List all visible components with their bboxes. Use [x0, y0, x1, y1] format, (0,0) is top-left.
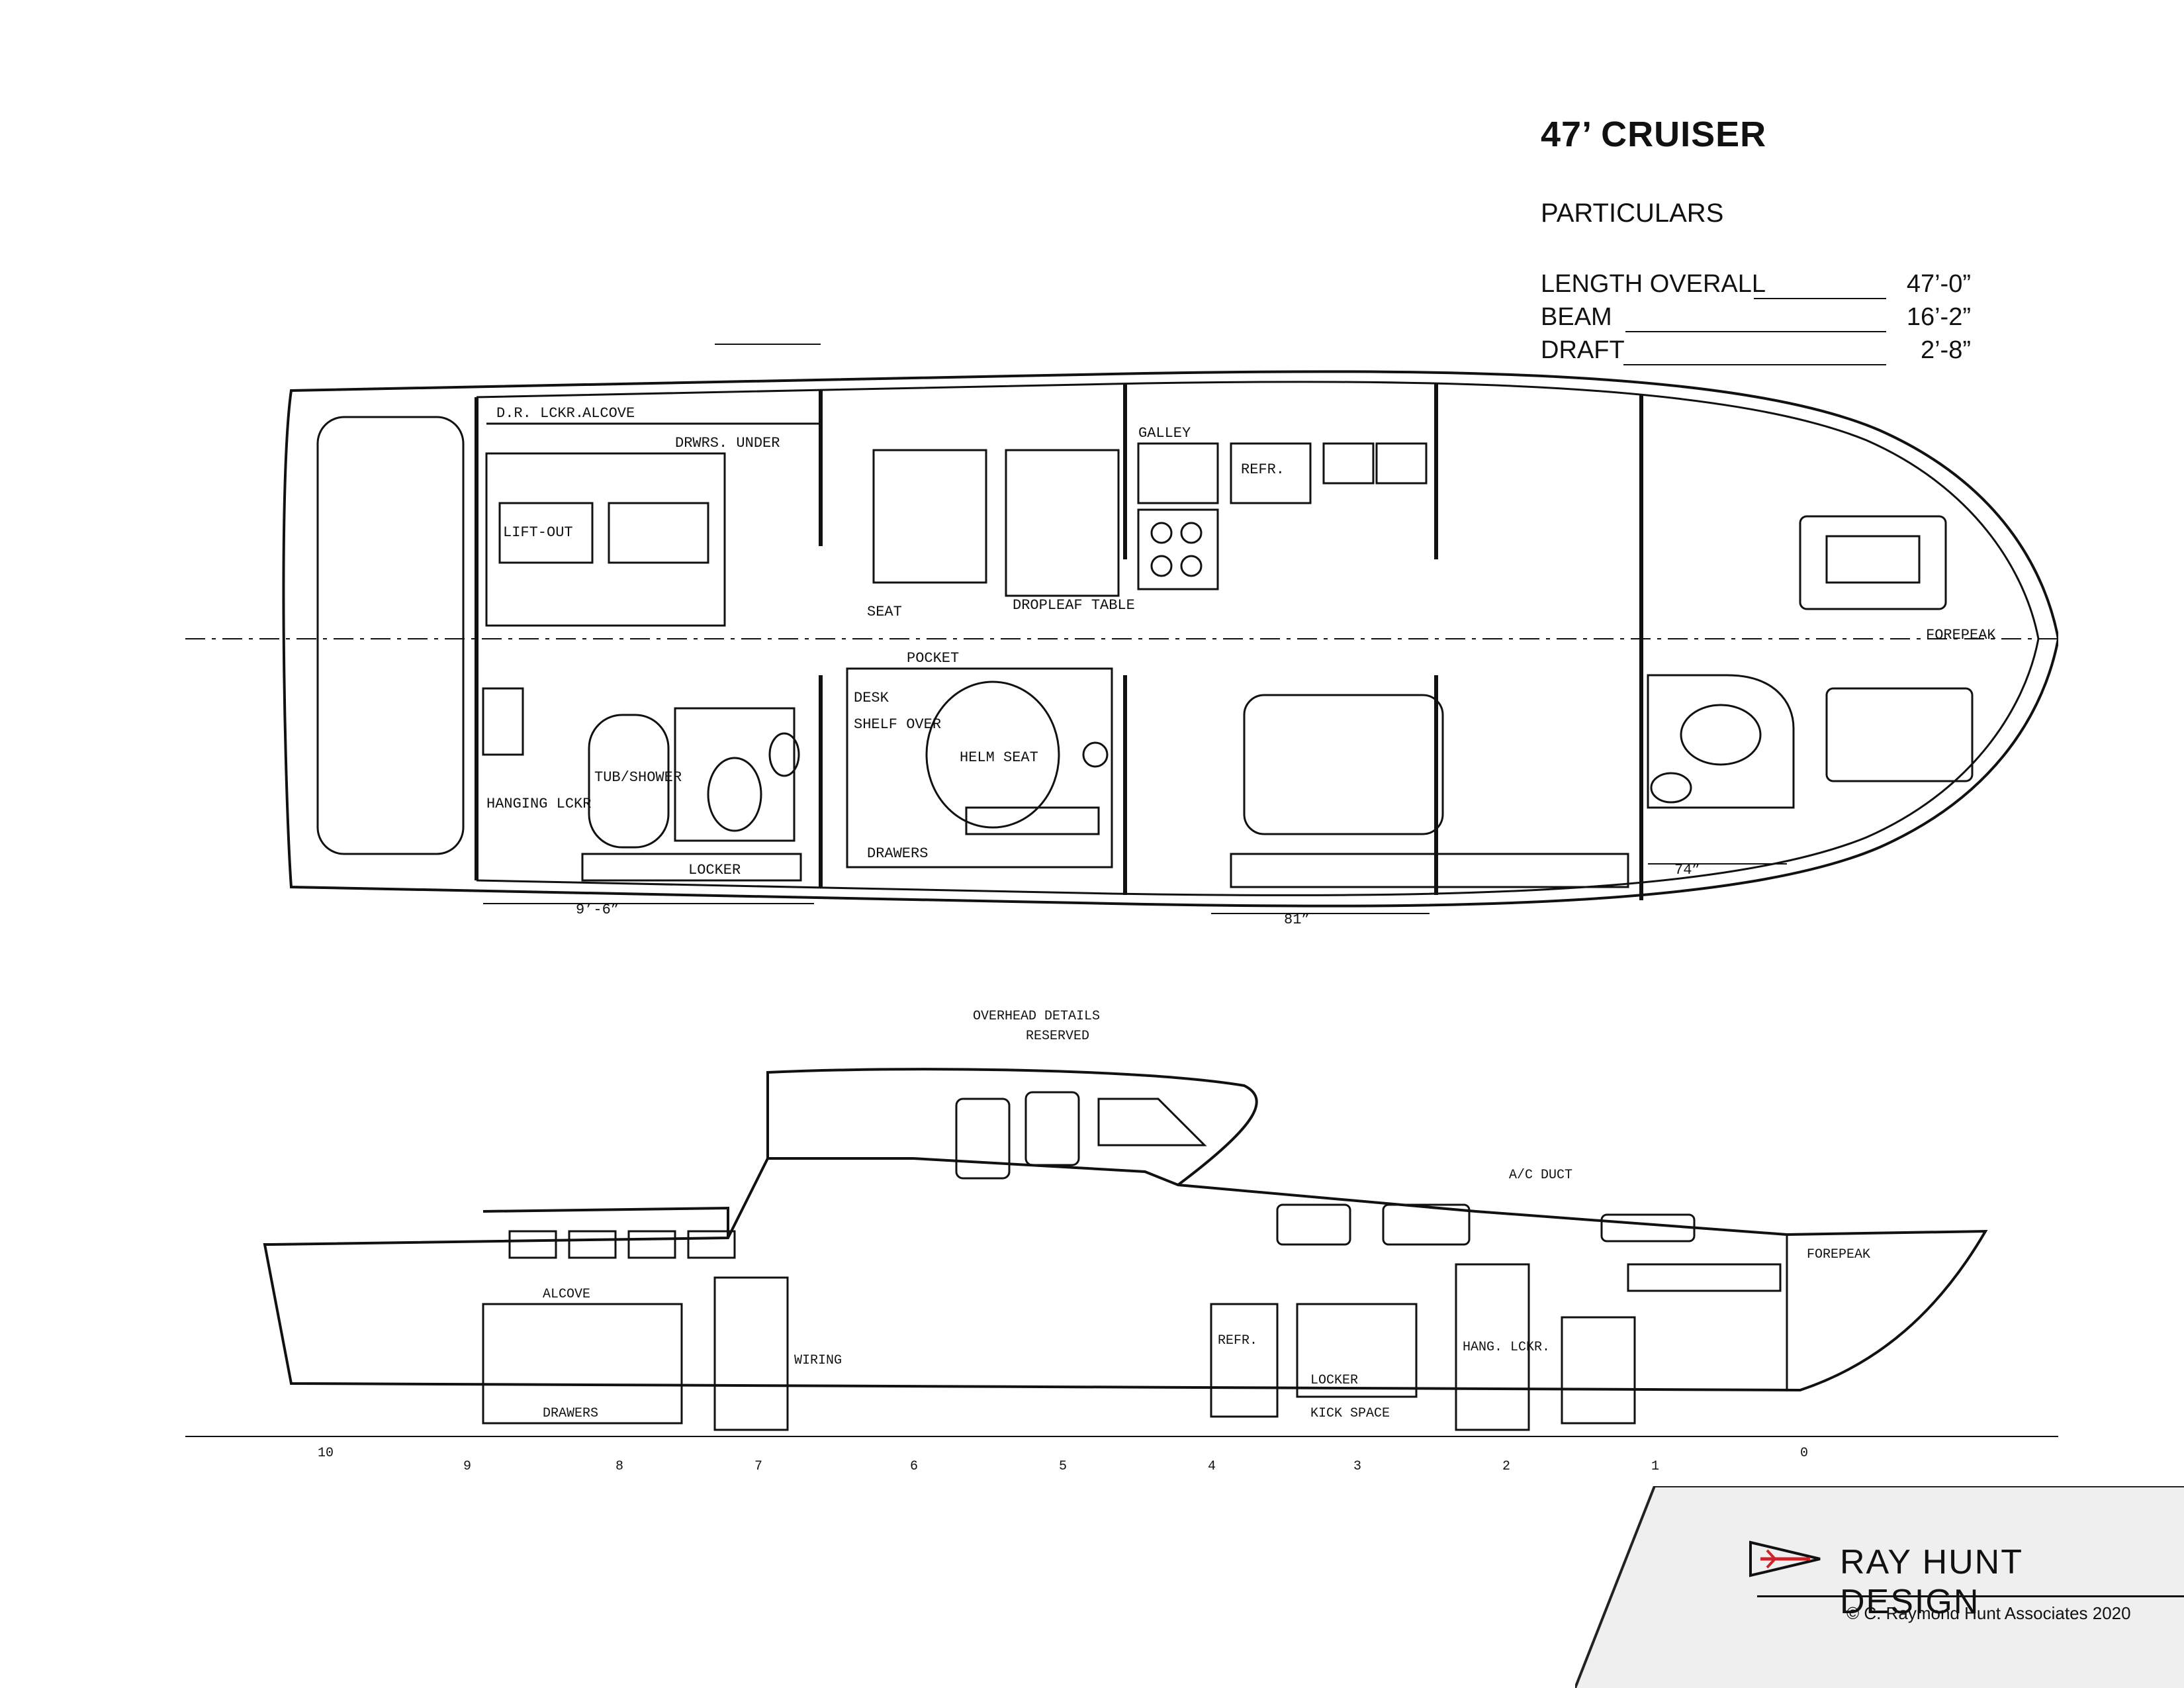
plan-label-shelf-over: SHELF OVER [854, 716, 941, 733]
plan-label-drawers: DRAWERS [867, 845, 928, 862]
plan-label-desk: DESK [854, 690, 889, 706]
spec-label: LENGTH OVERALL [1541, 270, 1766, 298]
spec-value: 16’-2” [1906, 303, 1971, 331]
plan-dim-81: 81” [1284, 912, 1310, 928]
profile-elevation: OVERHEAD DETAILS RESERVED A/C DUCT FOREP… [185, 1009, 2058, 1474]
profile-label-alcove: ALCOVE [543, 1287, 590, 1302]
pennant-icon [1749, 1540, 1821, 1577]
station-2: 2 [1502, 1459, 1510, 1474]
plan-dimension-lines [483, 344, 1787, 914]
brand-name: RAY HUNT DESIGN [1840, 1543, 2023, 1621]
brand-logo: RAY HUNT DESIGN [1747, 1536, 2158, 1621]
plan-label-seat: SEAT [867, 604, 902, 620]
profile-label-kick-space: KICK SPACE [1310, 1406, 1390, 1421]
plan-label-helm-seat: HELM SEAT [960, 749, 1038, 766]
station-0: 0 [1800, 1446, 1808, 1461]
bulkheads [475, 384, 1643, 900]
plan-dim-74: 74” [1674, 862, 1701, 878]
spec-row-draft: DRAFT 2’-8” [1541, 336, 1971, 371]
station-9: 9 [463, 1459, 471, 1474]
plan-label-lift-out: LIFT-OUT [503, 524, 573, 541]
station-1: 1 [1651, 1459, 1659, 1474]
brand-bar-shape [1575, 1486, 2184, 1688]
plan-label-pocket: POCKET [907, 650, 959, 667]
station-7: 7 [754, 1459, 762, 1474]
forward-cabin [1647, 515, 1974, 809]
copyright-text: © C. Raymond Hunt Associates 2020 [1846, 1603, 2131, 1623]
plan-label-alcove: ALCOVE [582, 405, 635, 422]
spec-row-length: LENGTH OVERALL 47’-0” [1541, 270, 1971, 305]
saloon [846, 449, 1120, 868]
profile-label-wiring: WIRING [794, 1353, 842, 1368]
spec-leader-line [1623, 364, 1886, 365]
profile-labels: OVERHEAD DETAILS RESERVED A/C DUCT FOREP… [543, 1009, 1870, 1421]
galley [1137, 442, 1629, 888]
plan-dim-lazarette: 9’-6” [576, 902, 619, 918]
drawing-title: 47’ CRUISER [1541, 115, 1767, 154]
brand-rule [1757, 1595, 2184, 1597]
aft-head [581, 707, 802, 882]
plan-label-tub-shower: TUB/SHOWER [594, 769, 682, 786]
station-8: 8 [615, 1459, 623, 1474]
spec-row-beam: BEAM 16’-2” [1541, 303, 1971, 338]
spec-leader-line [1754, 298, 1886, 299]
profile-label-hang-lckr: HANG. LCKR. [1463, 1340, 1550, 1355]
profile-label-reserved: RESERVED [1026, 1029, 1089, 1044]
plan-label-galley: GALLEY [1138, 425, 1191, 442]
spec-value: 2’-8” [1920, 336, 1971, 364]
cockpit-outline [316, 416, 465, 855]
station-numbers: 10 9 8 7 6 5 4 3 2 1 0 [318, 1446, 1808, 1474]
profile-label-refr: REFR. [1218, 1333, 1257, 1348]
station-5: 5 [1059, 1459, 1067, 1474]
profile-label-locker: LOCKER [1310, 1373, 1358, 1388]
station-4: 4 [1208, 1459, 1216, 1474]
plan-label-drwrs-under: DRWRS. UNDER [675, 435, 780, 451]
profile-label-forepeak: FOREPEAK [1807, 1247, 1870, 1262]
plan-label-dr-lckr: D.R. LCKR. [496, 405, 584, 422]
spec-value: 47’-0” [1906, 270, 1971, 298]
spec-leader-line [1625, 331, 1886, 332]
plan-label-dropleaf-table: DROPLEAF TABLE [1013, 597, 1135, 614]
profile-hull [263, 1068, 1988, 1392]
profile-joinery [482, 1235, 1788, 1431]
station-3: 3 [1353, 1459, 1361, 1474]
spec-label: BEAM [1541, 303, 1612, 331]
station-6: 6 [910, 1459, 918, 1474]
particulars-heading: PARTICULARS [1541, 199, 1724, 228]
plan-labels: FOREPEAK HELM SEAT DROPLEAF TABLE GALLEY… [486, 405, 1996, 928]
plan-label-hanging-lckr: HANGING LCKR [486, 796, 591, 812]
plan-label-locker: LOCKER [688, 862, 741, 878]
profile-label-ac-duct: A/C DUCT [1509, 1168, 1572, 1183]
profile-label-overhead-details: OVERHEAD DETAILS [973, 1009, 1100, 1024]
profile-windows [508, 1091, 1696, 1259]
station-10: 10 [318, 1446, 334, 1461]
plan-label-forepeak: FOREPEAK [1926, 627, 1996, 643]
accommodation-plan: FOREPEAK HELM SEAT DROPLEAF TABLE GALLEY… [185, 344, 2058, 928]
profile-label-drawers: DRAWERS [543, 1406, 598, 1421]
aft-stateroom [482, 422, 821, 756]
plan-label-refr: REFR. [1241, 461, 1285, 478]
spec-label: DRAFT [1541, 336, 1625, 364]
